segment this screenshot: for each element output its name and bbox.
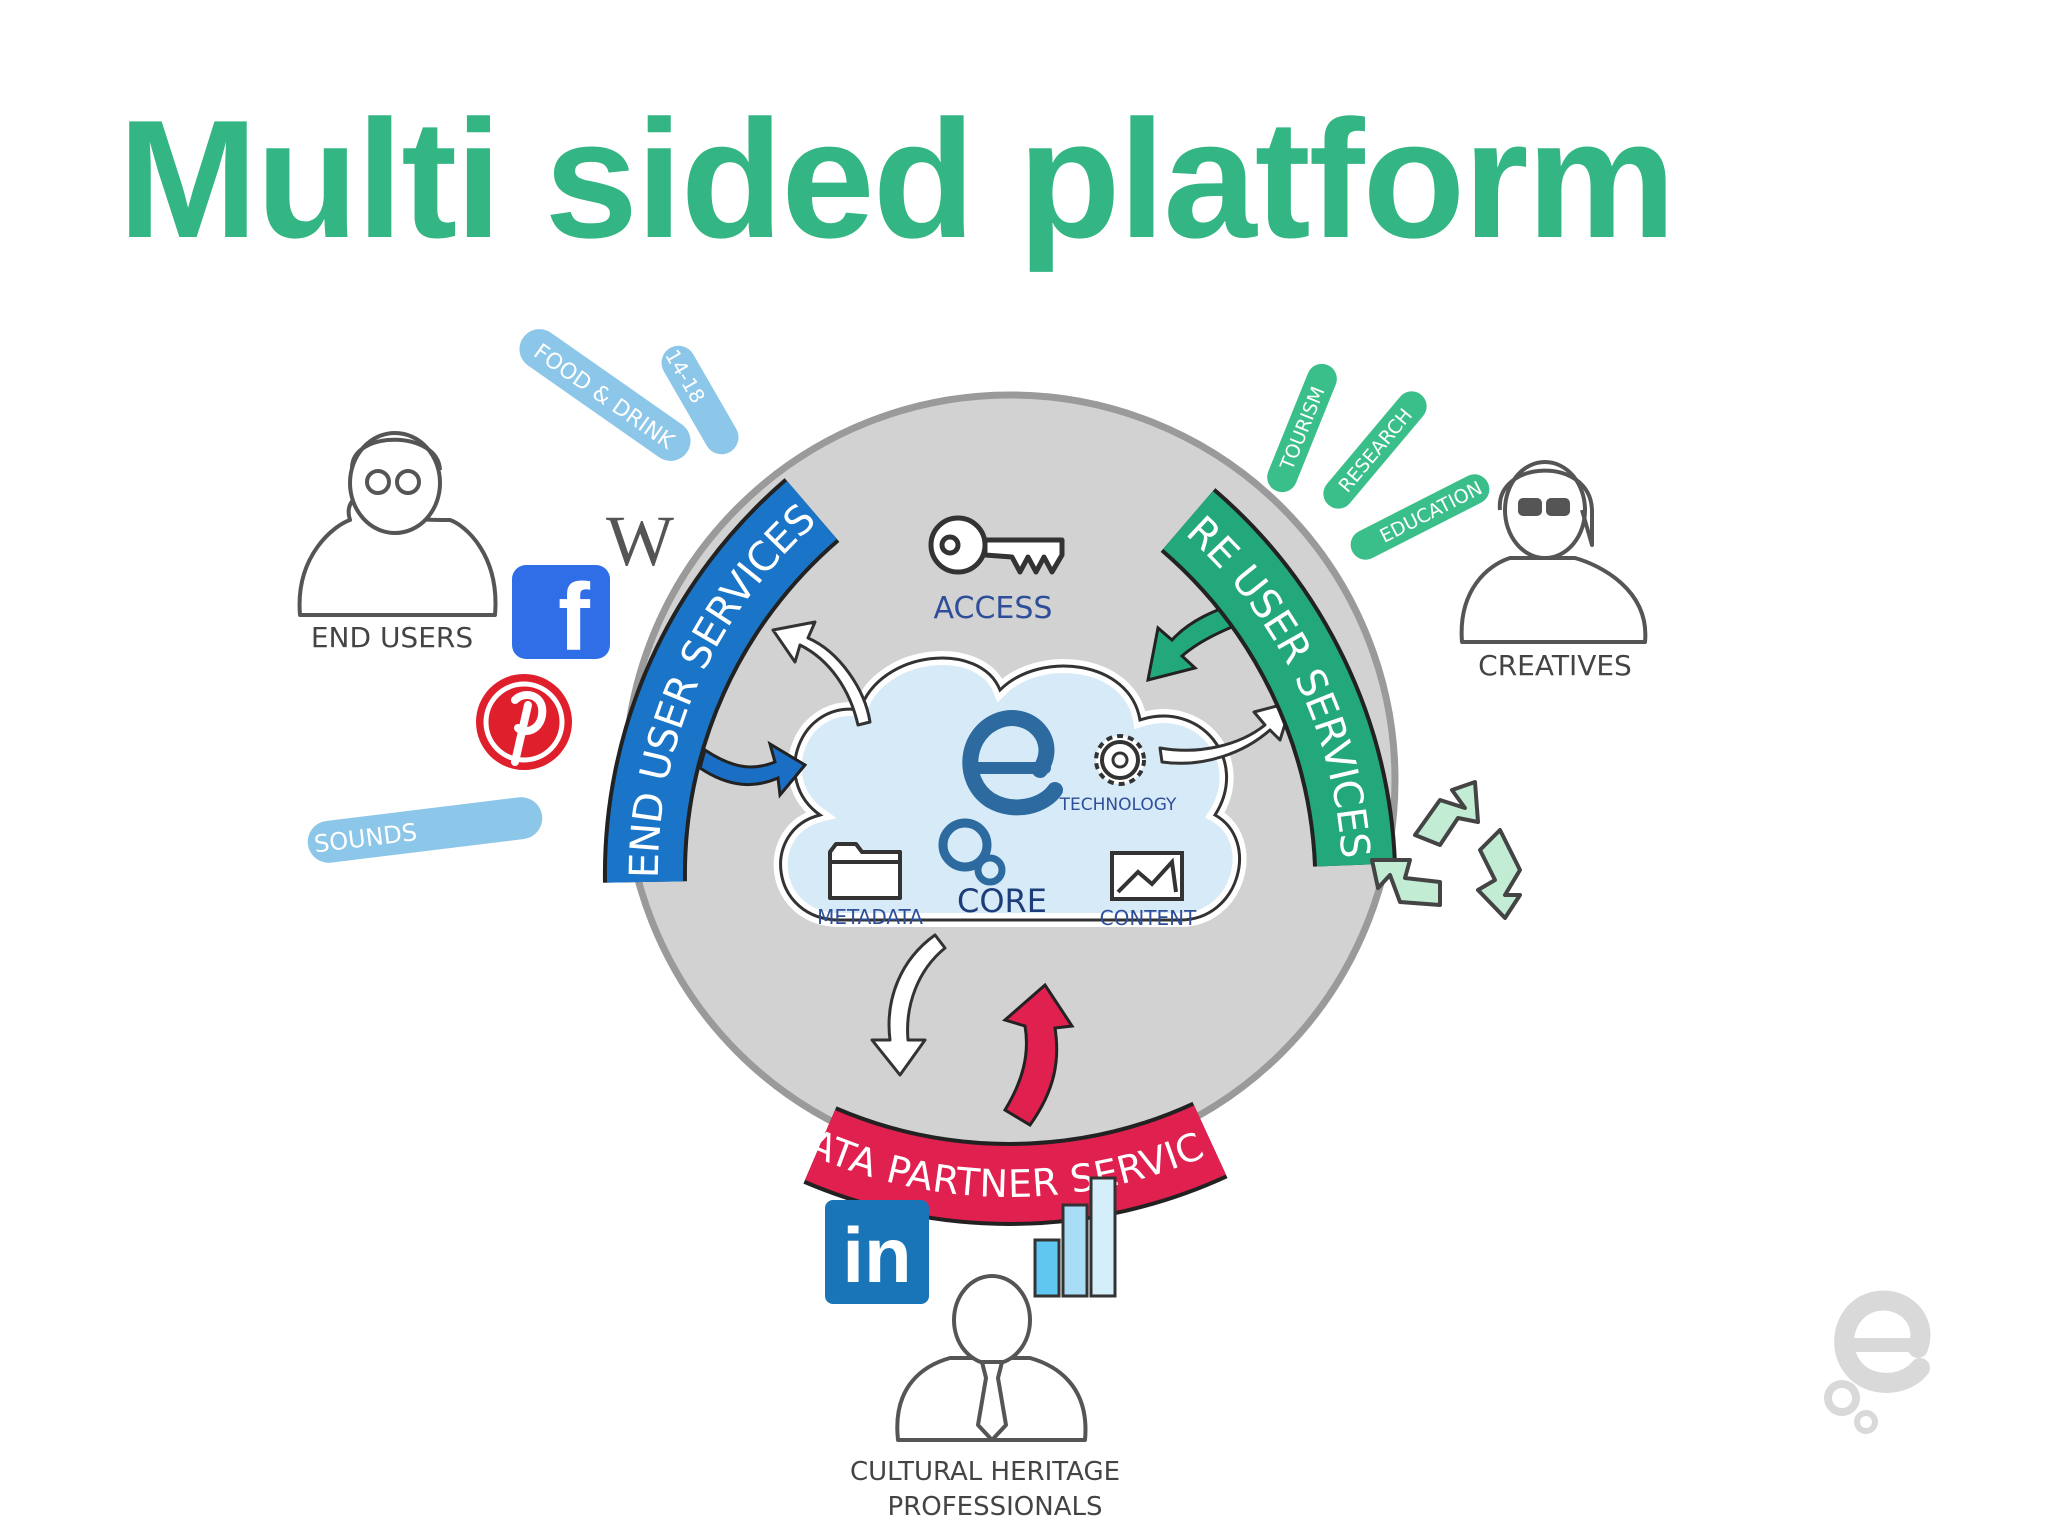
bar-chart-icon [1033,1176,1117,1298]
end-user-services-arc-fill [606,481,837,883]
arrow-core-to-end-user [771,620,872,727]
technology-label: TECHNOLOGY [1059,795,1177,815]
logo-bubble-large [938,818,992,872]
access-label: ACCESS [934,591,1053,626]
tag-research: RESEARCH [1323,391,1427,509]
tag-education-label: EDUCATION [1376,477,1486,547]
wikipedia-icon: W [606,501,674,581]
data-partner-services-arc-fill [805,1105,1226,1222]
slide-title: Multi sided platform [118,85,1676,273]
metadata-label: METADATA [817,905,923,929]
professionals-label-line2: PROFESSIONALS [888,1492,1103,1522]
professional-person-icon [895,1274,1088,1442]
facebook-icon: f [512,564,610,671]
logo-bubble-small [974,854,1006,886]
linkedin-glyph: in [842,1211,911,1299]
tag-food-drink-label: FOOD & DRINK [529,339,679,454]
image-content-icon [1110,851,1184,901]
end-users-person-icon [297,431,498,617]
linkedin-icon: in [825,1200,929,1304]
arrow-core-to-data-partner [870,933,947,1077]
folder-icon [828,842,902,900]
key-icon [928,515,1065,575]
tag-sounds: SOUNDS [307,797,543,863]
tag-education: EDUCATION [1350,474,1490,560]
tag-research-label: RESEARCH [1335,404,1417,496]
facebook-glyph: f [558,564,591,671]
core-cloud-outline [779,656,1241,922]
core-label: CORE [957,882,1047,920]
arrow-end-user-to-core [698,740,808,799]
creatives-label: CREATIVES [1478,649,1632,682]
europeana-e-logo [962,710,1063,816]
gear-icon [1094,734,1146,786]
content-label: CONTENT [1100,906,1197,930]
end-users-label: END USERS [311,621,473,654]
creatives-person-icon [1459,460,1648,644]
tag-food-drink: FOOD & DRINK [519,329,691,461]
arrow-data-partner-to-core [1001,982,1075,1127]
tag-tourism: TOURISM [1267,363,1337,493]
pinterest-icon [476,674,572,770]
arrow-re-user-to-core [1146,598,1252,683]
re-user-services-arc-fill [1163,491,1393,867]
corner-e-logo [1824,1290,1931,1434]
recycle-icon [1370,780,1522,920]
professionals-label-line1: CULTURAL HERITAGE [850,1457,1120,1487]
